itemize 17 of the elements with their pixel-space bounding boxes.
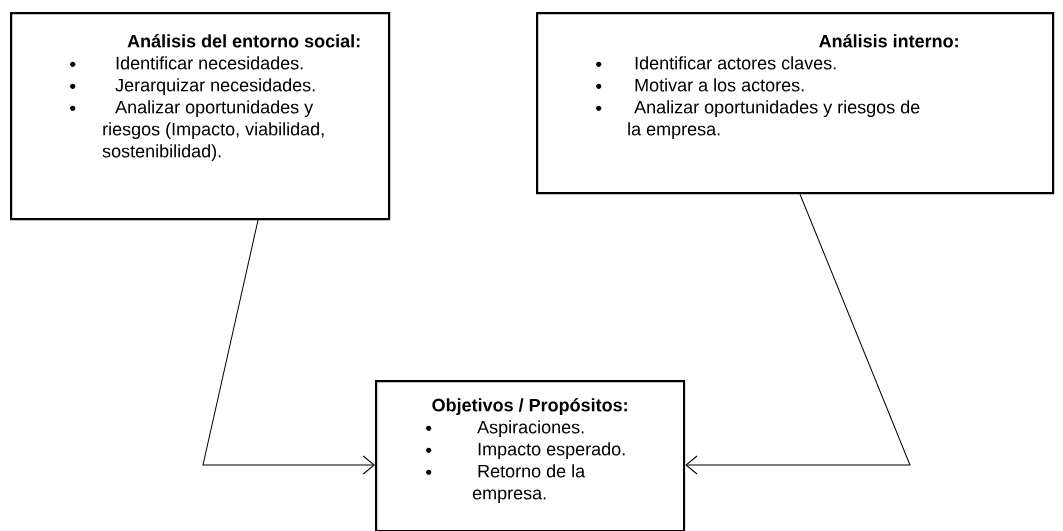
text-box — [10, 12, 391, 221]
box-heading: Análisis interno: — [819, 34, 958, 48]
box-heading: Análisis del entorno social: — [127, 34, 360, 48]
bullet-item: Jerarquizar necesidades. — [115, 78, 315, 96]
text-box — [536, 12, 1055, 195]
bullet-item: Identificar necesidades. — [116, 56, 303, 70]
box-heading: Objetivos / Propósitos: — [432, 398, 627, 416]
bullet-item: Aspiraciones. — [477, 420, 584, 438]
bullet-item: Impacto esperado. — [478, 442, 625, 460]
bullet-item: Motivar a los actores. — [635, 78, 804, 92]
arrow — [202, 219, 375, 475]
bullet-item: Identificar actores claves. — [635, 56, 836, 70]
bullet-item: Retorno de la empresa. — [472, 464, 586, 504]
bullet-item: Analizar oportunidades y riesgos de la empresa. — [628, 100, 920, 140]
bullet-item: Analizar oportunidades y riesgos (Impacto, viabilidad, sostenibilidad). — [102, 100, 324, 162]
text-box — [375, 380, 686, 531]
arrow — [685, 193, 911, 475]
